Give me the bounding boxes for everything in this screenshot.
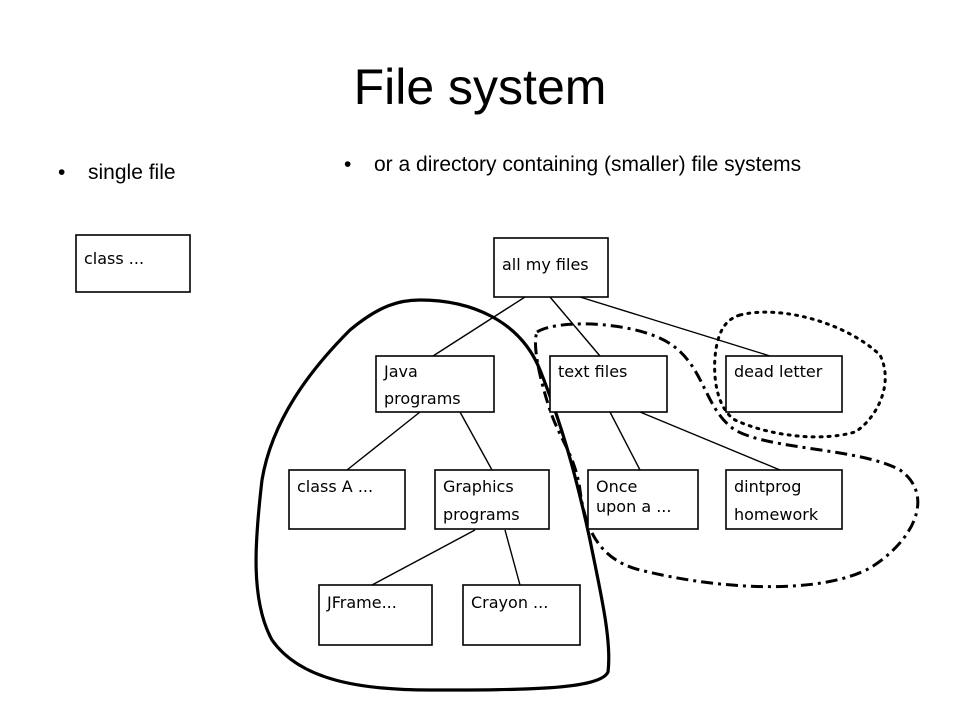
node-class-a: class A ...: [288, 469, 406, 530]
bullet-single-file: • single file: [58, 158, 288, 187]
bullet-directory: • or a directory containing (smaller) fi…: [344, 150, 834, 179]
node-java-programs: Java programs: [375, 355, 495, 413]
edge-root-java: [432, 296, 526, 357]
edge-java-graphics: [459, 411, 493, 471]
dead-letter-outline: [713, 310, 887, 439]
node-all-my-files: all my files: [493, 237, 609, 298]
node-label: JFrame...: [326, 593, 397, 612]
node-label: Once: [596, 477, 637, 496]
node-dintprog-homework: dintprog homework: [725, 469, 843, 530]
edge-graphics-crayon: [504, 529, 521, 586]
single-file-label: class ...: [84, 249, 144, 268]
bullet-text: or a directory containing (smaller) file…: [374, 153, 802, 176]
edge-root-text: [549, 296, 601, 357]
node-jframe: JFrame...: [318, 584, 433, 646]
bullet-text: single file: [88, 161, 176, 184]
text-files-subtree-outline: [533, 322, 920, 589]
edge-graphics-jframe: [371, 529, 476, 586]
node-label: programs: [384, 389, 461, 408]
node-label: dintprog: [734, 477, 801, 496]
bullet-dot: •: [344, 153, 352, 176]
node-label: class A ...: [297, 477, 373, 496]
node-text-files: text files: [549, 355, 668, 413]
node-dead-letter: dead letter: [725, 355, 843, 413]
node-graphics-programs: Graphics programs: [434, 469, 550, 530]
edge-text-once: [609, 411, 641, 471]
single-file-box: class ...: [75, 234, 191, 293]
node-label: text files: [558, 362, 627, 381]
node-label: all my files: [502, 255, 589, 274]
node-label: dead letter: [734, 362, 823, 381]
node-label: Java: [383, 362, 418, 381]
edge-java-classa: [346, 411, 421, 471]
node-label: programs: [443, 505, 520, 524]
node-once-upon: Once upon a ...: [587, 469, 699, 530]
node-label: homework: [734, 505, 819, 524]
node-label: Crayon ...: [471, 593, 548, 612]
edge-root-dead: [579, 296, 771, 357]
edge-text-dintprog: [639, 411, 781, 471]
bullet-dot: •: [58, 161, 66, 184]
node-crayon: Crayon ...: [462, 584, 581, 646]
slide-title: File system: [353, 59, 607, 115]
node-label: Graphics: [443, 477, 514, 496]
node-label: upon a ...: [596, 497, 671, 516]
tree-edges: [346, 296, 781, 586]
